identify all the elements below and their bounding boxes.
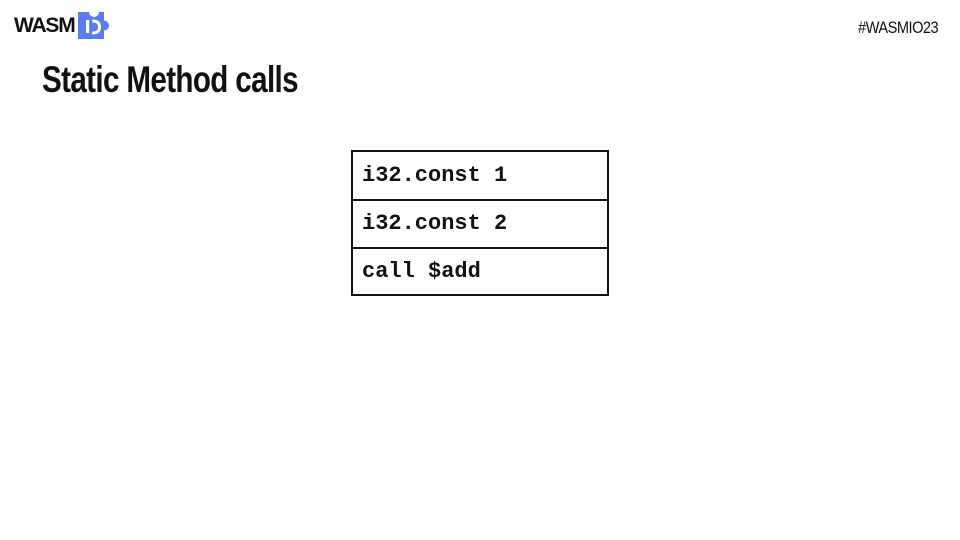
stack-row-push-1: i32.const 1: [362, 163, 508, 189]
logo-text: WASM: [14, 13, 76, 37]
instruction-stack: i32.const 1 i32.const 2 call $add: [351, 150, 609, 296]
slide-title: Static Method calls: [42, 59, 299, 100]
wasm-io-logo: WASM: [14, 12, 110, 39]
stack-row-call-add: call $add: [353, 246, 607, 294]
stack-row-push-2: i32.const 2: [353, 199, 607, 246]
puzzle-logo-icon: [77, 12, 109, 39]
event-hashtag: #WASMIO23: [857, 18, 939, 37]
